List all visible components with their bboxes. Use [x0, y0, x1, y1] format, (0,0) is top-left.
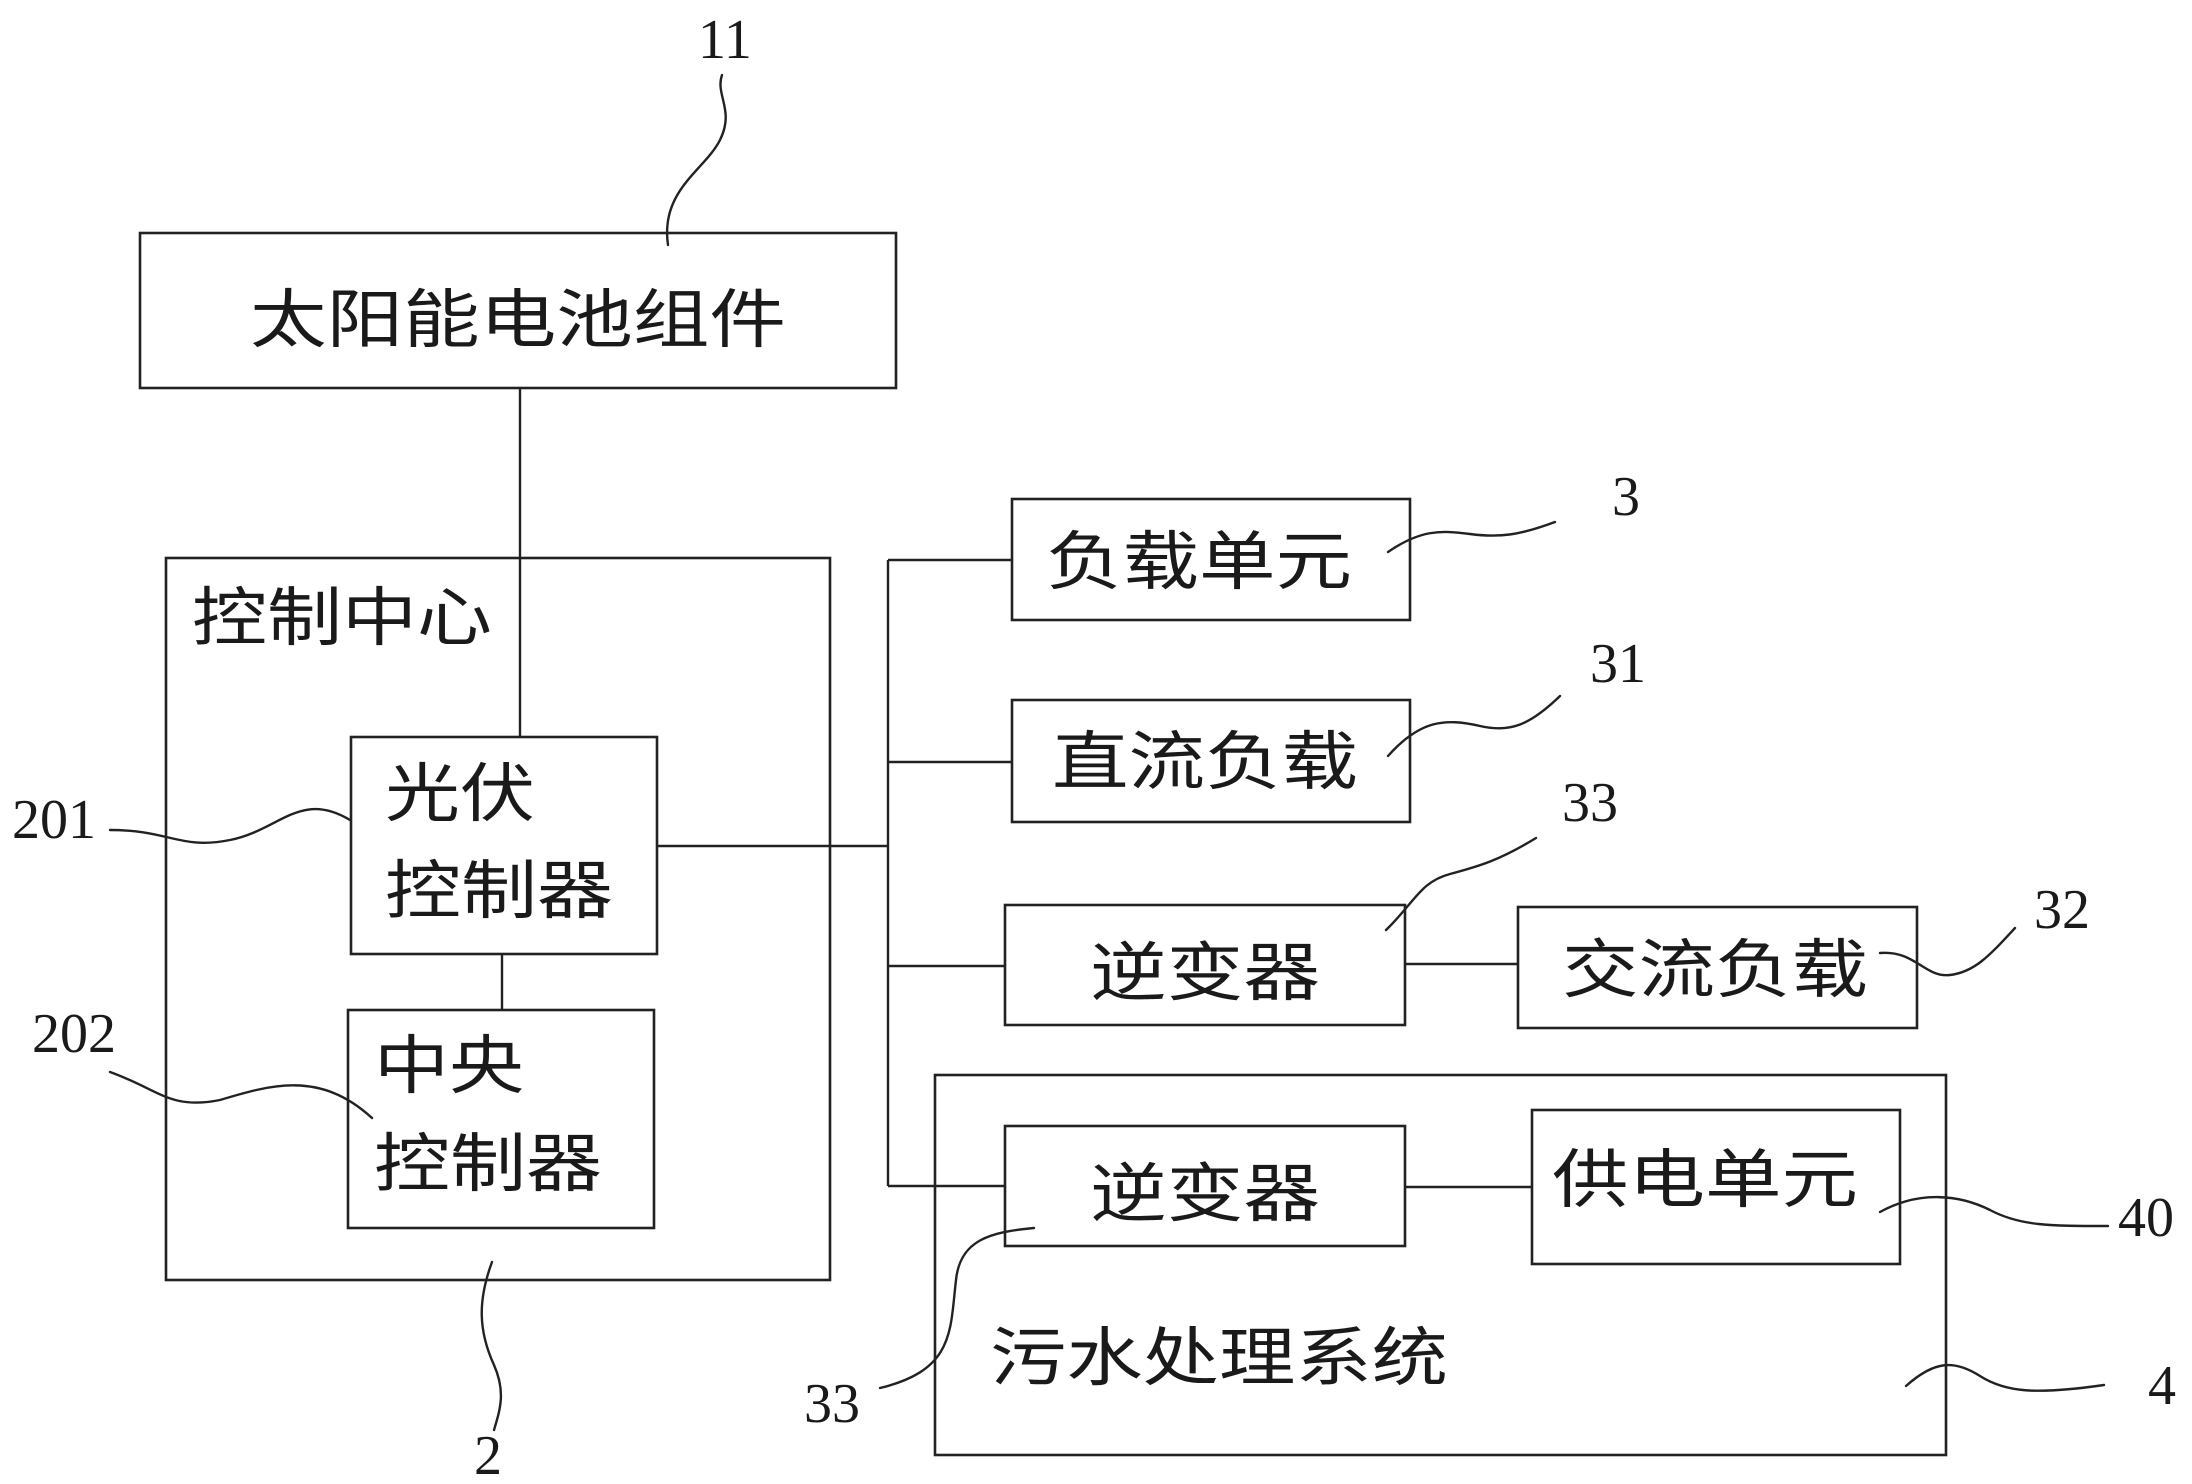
- leader-33-upper: [1384, 836, 1538, 932]
- control-center-box: [164, 556, 832, 1282]
- control-center-label: 控制中心: [192, 582, 492, 656]
- solar-module-label: 太阳能电池组件: [250, 284, 786, 358]
- solar-module-box: [138, 231, 898, 390]
- dc-load-label: 直流负载: [1052, 726, 1358, 800]
- ref-2: 2: [474, 1425, 502, 1484]
- leader-32: [1878, 926, 2017, 977]
- pv-controller-label-line2: 控制器: [385, 855, 613, 929]
- leader-33-lower: [878, 1226, 1036, 1390]
- sewage-system-box: [933, 1073, 1948, 1457]
- ac-load-label: 交流负载: [1562, 934, 1868, 1008]
- inverter-upper-label: 逆变器: [1090, 937, 1320, 1011]
- ref-4: 4: [2148, 1355, 2176, 1417]
- power-supply-unit-label: 供电单元: [1552, 1144, 1858, 1218]
- ref-202: 202: [32, 1003, 116, 1065]
- ref-33-upper: 33: [1562, 772, 1618, 834]
- leader-3: [1386, 520, 1557, 554]
- ref-201: 201: [12, 789, 96, 851]
- leader-31: [1386, 694, 1562, 758]
- leader-4: [1904, 1363, 2106, 1392]
- ref-31: 31: [1590, 633, 1646, 695]
- leader-11: [665, 73, 727, 247]
- load-unit-label: 负载单元: [1046, 526, 1352, 600]
- ref-40: 40: [2118, 1187, 2174, 1249]
- ref-32: 32: [2034, 879, 2090, 941]
- sewage-system-label: 污水处理系统: [990, 1322, 1448, 1396]
- leader-202: [108, 1070, 374, 1120]
- ref-33-lower: 33: [804, 1373, 860, 1435]
- leader-40: [1878, 1195, 2110, 1228]
- central-controller-label-line1: 中央: [374, 1030, 524, 1104]
- leader-201: [108, 807, 352, 844]
- central-controller-label-line2: 控制器: [374, 1128, 602, 1202]
- inverter-lower-label: 逆变器: [1090, 1158, 1320, 1232]
- ref-3: 3: [1612, 466, 1640, 528]
- ac-load-box: [1516, 905, 1919, 1030]
- pv-controller-label-line1: 光伏: [385, 758, 535, 832]
- leader-2: [480, 1260, 503, 1432]
- ref-11: 11: [698, 9, 752, 71]
